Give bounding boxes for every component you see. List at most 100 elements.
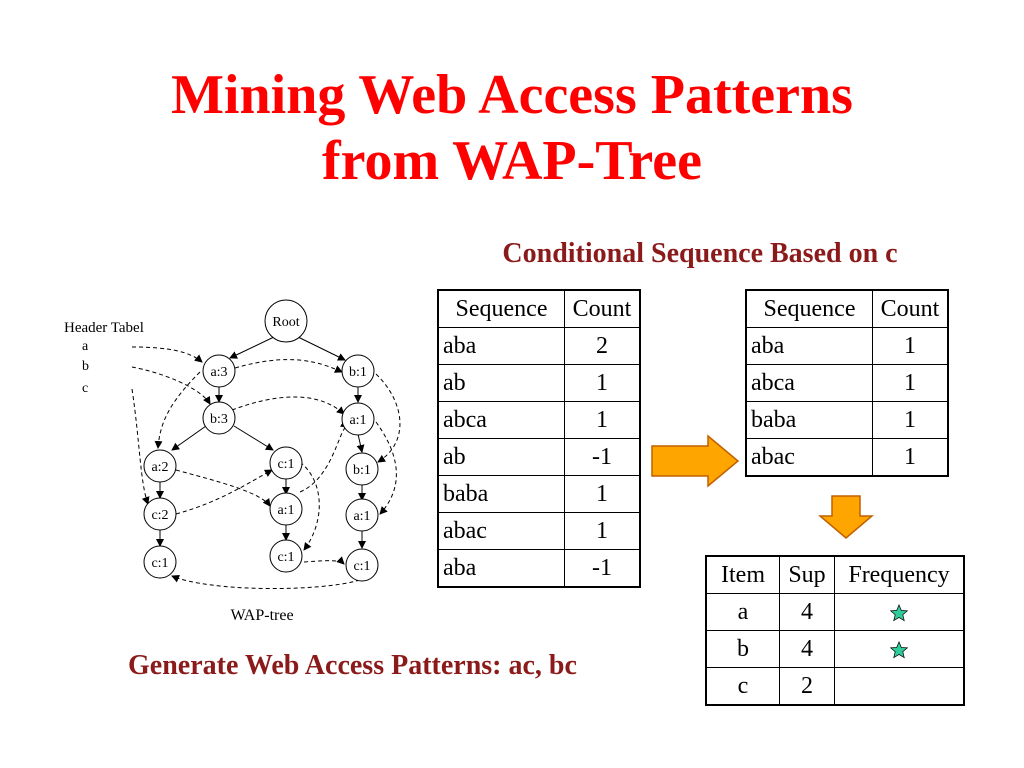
node-c2: c:2 <box>143 497 177 531</box>
link-a3-a2 <box>154 371 201 449</box>
node-b1-right: b:1 <box>345 452 379 486</box>
table-row: aba-1 <box>437 549 641 588</box>
node-root: Root <box>264 299 308 343</box>
count-cell: -1 <box>564 438 641 476</box>
count-cell: 1 <box>564 364 641 402</box>
node-a1-mid-label: a:1 <box>277 503 294 518</box>
link-a-a3 <box>131 346 203 363</box>
node-a1-mid: a:1 <box>269 492 303 526</box>
node-a1-right-bottom-label: a:1 <box>353 509 370 524</box>
slide-title: Mining Web Access Patterns from WAP-Tree <box>0 62 1024 194</box>
item-support-table: Item Sup Frequency a 4 b 4 c 2 <box>705 555 965 706</box>
star-icon <box>890 603 908 622</box>
frequency-cell <box>834 667 965 706</box>
link-c2-c1 <box>175 469 273 515</box>
conditional-sequence-heading: Conditional Sequence Based on c <box>502 238 898 269</box>
count-cell: 1 <box>872 401 949 439</box>
link-b3-a1 <box>231 396 345 415</box>
node-c1-right-label: c:1 <box>353 559 370 574</box>
node-a1-right-top: a:1 <box>341 402 375 436</box>
table-row: ab-1 <box>437 438 641 476</box>
header-item-b: b <box>82 359 89 374</box>
count-cell: 1 <box>872 364 949 402</box>
node-b1-top: b:1 <box>341 354 375 388</box>
node-c1-left-label: c:1 <box>151 556 168 571</box>
node-a3-label: a:3 <box>210 365 227 380</box>
sequence-cell: ab <box>437 364 565 402</box>
sequence-cell: abca <box>745 364 873 402</box>
tree-nodes: Root a:3 b:3 a:2 c:2 c:1 c:1 a:1 c:1 b:1… <box>143 299 379 582</box>
sequence-cell: abac <box>745 438 873 477</box>
link-a3-b1 <box>234 359 343 373</box>
edge-root-b1 <box>295 335 346 361</box>
generated-patterns-text: Generate Web Access Patterns: ac, bc <box>128 650 577 681</box>
sup-cell: 4 <box>779 593 835 631</box>
table-header-row: Sequence Count <box>745 289 949 328</box>
node-a1-right-top-label: a:1 <box>349 413 366 428</box>
item-cell: a <box>705 593 780 631</box>
sequence-cell: abca <box>437 401 565 439</box>
link-b-b3 <box>131 366 211 405</box>
title-line-2: from WAP-Tree <box>322 130 702 192</box>
count-cell: 1 <box>564 475 641 513</box>
node-a3: a:3 <box>202 354 236 388</box>
sequence-cell: ab <box>437 438 565 476</box>
count-cell: 1 <box>564 512 641 550</box>
node-c1-left: c:1 <box>143 545 177 579</box>
sequence-cell: baba <box>745 401 873 439</box>
table-header-row: Sequence Count <box>437 289 641 328</box>
table-row: c 2 <box>705 667 965 706</box>
link-a1-a1-right <box>375 421 397 515</box>
count-cell: 2 <box>564 327 641 365</box>
count-cell: -1 <box>564 549 641 588</box>
edge-a1-b1 <box>356 433 365 453</box>
item-cell: c <box>705 667 780 706</box>
column-header-item: Item <box>705 555 780 594</box>
node-c1-mid-bottom-label: c:1 <box>277 550 294 565</box>
title-line-1: Mining Web Access Patterns <box>171 64 853 126</box>
sequence-cell: aba <box>437 549 565 588</box>
node-c1-mid-bottom: c:1 <box>269 539 303 573</box>
item-cell: b <box>705 630 780 668</box>
node-b1-right-label: b:1 <box>353 463 371 478</box>
star-icon <box>890 640 908 659</box>
link-c-c2 <box>131 388 150 505</box>
frequency-cell <box>834 593 965 631</box>
right-arrow-icon <box>651 434 740 488</box>
sup-cell: 2 <box>779 667 835 706</box>
node-b1-top-label: b:1 <box>349 365 367 380</box>
link-c1-c1-right <box>303 556 345 565</box>
count-cell: 1 <box>872 438 949 477</box>
column-header-sequence: Sequence <box>745 289 873 328</box>
count-cell: 1 <box>564 401 641 439</box>
column-header-frequency: Frequency <box>834 555 965 594</box>
column-header-count: Count <box>872 289 949 328</box>
wap-tree-diagram: Header Tabel a b c Root <box>64 299 401 624</box>
edge-root-a3 <box>229 335 277 359</box>
link-b1-b1 <box>375 373 401 463</box>
sup-cell: 4 <box>779 630 835 668</box>
header-table-title: Header Tabel <box>64 320 144 336</box>
down-arrow-icon <box>818 495 874 539</box>
sequence-cell: abac <box>437 512 565 550</box>
tree-edges <box>156 335 366 549</box>
edge-b3-a2 <box>171 425 207 451</box>
sequence-cell: aba <box>437 327 565 365</box>
column-header-sequence: Sequence <box>437 289 565 328</box>
link-a2-a1 <box>175 469 271 507</box>
column-header-sup: Sup <box>779 555 835 594</box>
node-root-label: Root <box>272 315 299 330</box>
sequence-cell: baba <box>437 475 565 513</box>
node-a2-label: a:2 <box>151 460 168 475</box>
sequence-cell: aba <box>745 327 873 365</box>
column-header-count: Count <box>564 289 641 328</box>
